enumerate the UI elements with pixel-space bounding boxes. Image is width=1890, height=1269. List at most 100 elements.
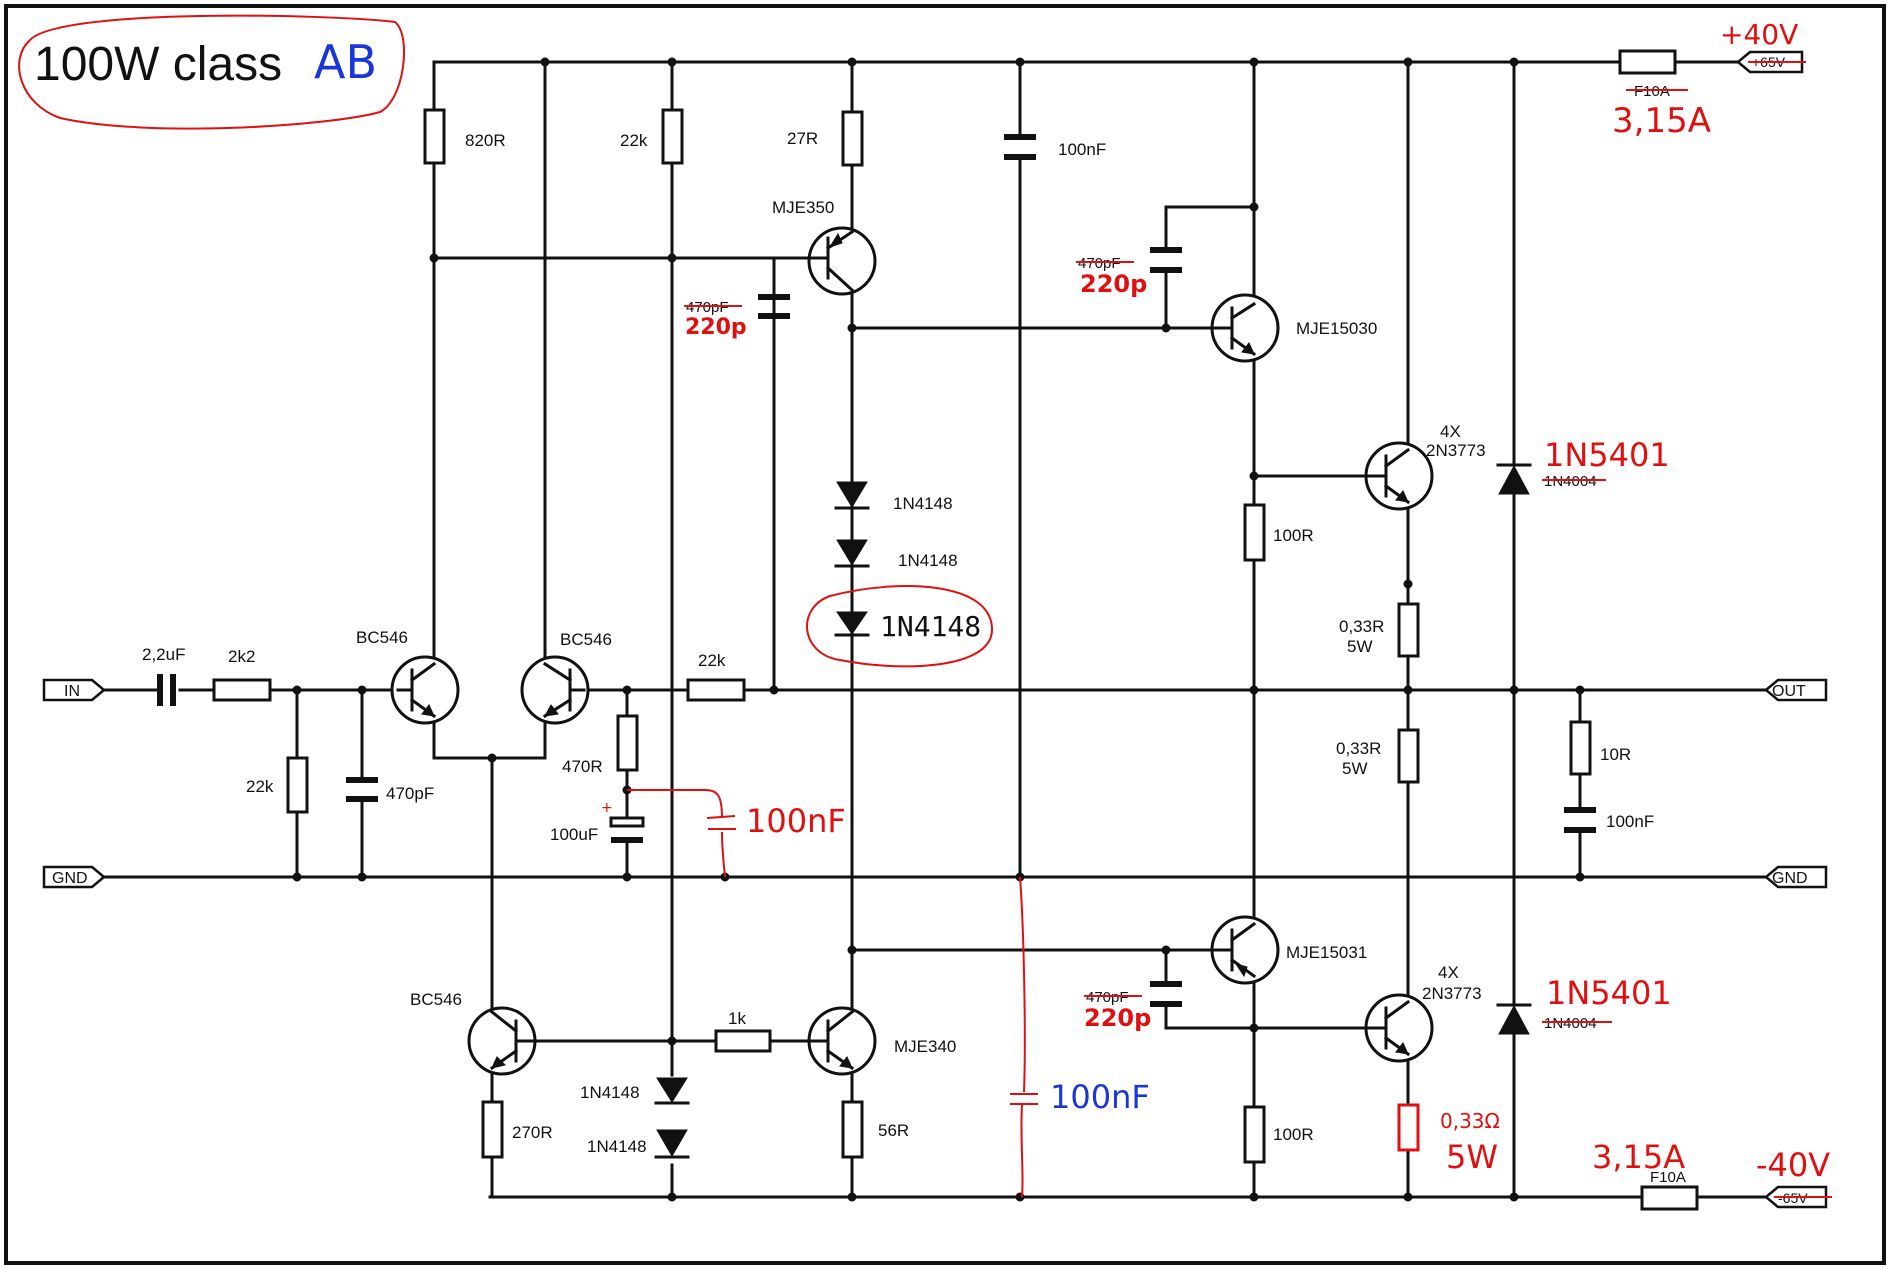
resistor-820r bbox=[423, 108, 446, 165]
label-d1: 1N4148 bbox=[893, 494, 953, 513]
label-r-fb-gnd: 470R bbox=[562, 757, 603, 776]
label-c-zobel: 100nF bbox=[1606, 812, 1654, 831]
strike-marks bbox=[684, 61, 1832, 1198]
label-fuse-top: F10A bbox=[1634, 83, 1670, 100]
capacitors: + bbox=[157, 134, 1596, 1007]
resistor-100r-top bbox=[1243, 503, 1266, 562]
label-d-top-old: 1N4004 bbox=[1544, 473, 1597, 490]
resistor-270r bbox=[481, 1100, 504, 1159]
note-vneg-new: -40V bbox=[1756, 1146, 1830, 1184]
resistor-emitter-low bbox=[1397, 1103, 1420, 1152]
diodes bbox=[654, 463, 1532, 1159]
label-r-vas-top: 27R bbox=[787, 129, 818, 148]
capacitor-drv-top bbox=[1150, 247, 1182, 273]
label-q-out-top-count: 4X bbox=[1440, 422, 1461, 441]
svg-text:+: + bbox=[601, 800, 613, 816]
label-q-ltp2: BC546 bbox=[560, 630, 612, 649]
transistor-2n3773-top bbox=[1364, 441, 1434, 511]
diode-cs-1 bbox=[654, 1077, 690, 1105]
resistor-10r bbox=[1569, 720, 1592, 776]
label-c-in: 2,2uF bbox=[142, 645, 185, 664]
transistor-bc546-ltp1 bbox=[390, 655, 460, 725]
label-r-emit-bot-p: 5W bbox=[1342, 759, 1368, 778]
port-gnd-left: GND bbox=[42, 865, 106, 889]
diode-rail-top bbox=[1496, 463, 1532, 495]
label-q-out-bot-count: 4X bbox=[1438, 963, 1459, 982]
capacitor-100uf: + bbox=[601, 800, 645, 843]
added-cap-trace bbox=[627, 789, 726, 878]
label-q-vas: MJE350 bbox=[772, 198, 834, 217]
port-gnd-right-label: GND bbox=[1772, 870, 1808, 887]
resistor-1k bbox=[714, 1029, 772, 1053]
transistor-mje350 bbox=[807, 226, 877, 296]
resistor-22k-top bbox=[661, 108, 684, 165]
transistor-mje15030 bbox=[1210, 293, 1280, 363]
port-out: OUT bbox=[1764, 678, 1828, 702]
label-q-out-top: 2N3773 bbox=[1426, 441, 1486, 460]
port-gnd-left-label: GND bbox=[52, 870, 88, 887]
label-q-cs: BC546 bbox=[410, 990, 462, 1009]
added-rail-cap-trace bbox=[1019, 876, 1026, 1198]
note-c-drv-new: 220p bbox=[1080, 270, 1147, 298]
label-q-ltp1: BC546 bbox=[356, 628, 408, 647]
note-c-comp-new: 220p bbox=[685, 315, 747, 340]
label-r-top2: 22k bbox=[620, 131, 648, 150]
transistor-mje15031 bbox=[1210, 915, 1280, 985]
label-r-gnd: 22k bbox=[246, 777, 274, 796]
port-out-label: OUT bbox=[1772, 683, 1806, 700]
title-prefix: 100W class bbox=[34, 38, 282, 91]
note-vpos-new: +40V bbox=[1720, 18, 1798, 51]
label-q-out-bot: 2N3773 bbox=[1422, 984, 1482, 1003]
label-c-in-filter: 470pF bbox=[386, 784, 434, 803]
port-in-label: IN bbox=[64, 683, 80, 700]
note-c-fb-added: 100nF bbox=[746, 802, 846, 840]
label-c-comp-old: 470pF bbox=[686, 299, 729, 316]
transistor-2n3773-bottom bbox=[1364, 993, 1434, 1063]
label-c-drv-old: 470pF bbox=[1078, 255, 1121, 272]
label-q-vas2: MJE340 bbox=[894, 1037, 956, 1056]
label-d2: 1N4148 bbox=[898, 551, 958, 570]
diode-1n4148-1 bbox=[834, 481, 870, 510]
label-r-drv-top: 100R bbox=[1273, 526, 1314, 545]
label-r-drv-bot: 100R bbox=[1273, 1125, 1314, 1144]
capacitor-comp-top bbox=[758, 294, 790, 319]
diode-circle bbox=[806, 585, 994, 668]
label-d-cs1: 1N4148 bbox=[580, 1083, 640, 1102]
port-gnd-right: GND bbox=[1764, 865, 1828, 889]
red-annotations: +40V 3,15A 3,15A -40V 220p 220p 220p 1N5… bbox=[18, 14, 1830, 1198]
title-circle bbox=[18, 14, 406, 130]
note-r-emit-low-p: 5W bbox=[1446, 1138, 1498, 1176]
resistor-emitter-bottom bbox=[1397, 728, 1420, 784]
capacitor-rail-top bbox=[1004, 134, 1036, 160]
junction-dots bbox=[292, 57, 1585, 1202]
note-fuse-top-new: 3,15A bbox=[1612, 101, 1711, 141]
resistor-emitter-top bbox=[1397, 602, 1420, 658]
capacitor-zobel bbox=[1564, 807, 1596, 833]
label-fuse-bottom: F10A bbox=[1650, 1169, 1686, 1186]
note-d3-added: 1N4148 bbox=[880, 610, 981, 643]
label-r-top1: 820R bbox=[465, 131, 506, 150]
note-d-top-new: 1N5401 bbox=[1544, 436, 1670, 474]
resistor-22k-input bbox=[286, 756, 309, 814]
label-q-drv-bot: MJE15031 bbox=[1286, 943, 1367, 962]
label-r-emit-top-p: 5W bbox=[1347, 637, 1373, 656]
diode-1n4148-3 bbox=[834, 611, 870, 637]
label-r-fb: 22k bbox=[698, 651, 726, 670]
label-q-drv-top: MJE15030 bbox=[1296, 319, 1377, 338]
label-c-rail: 100nF bbox=[1058, 140, 1106, 159]
fuse-top bbox=[1618, 49, 1677, 75]
resistor-56r bbox=[841, 1100, 864, 1159]
label-r-vas2: 56R bbox=[878, 1121, 909, 1140]
resistor-27r bbox=[841, 110, 864, 167]
resistor-470r bbox=[616, 714, 639, 772]
component-labels: 2,2uF 2k2 22k 470pF BC546 BC546 22k 470R… bbox=[142, 83, 1686, 1186]
capacitor-drv-bottom bbox=[1150, 981, 1182, 1007]
label-r-vas-bias: 1k bbox=[728, 1009, 746, 1028]
label-c-drv2-old: 470pF bbox=[1086, 989, 1129, 1006]
title-hand: AB bbox=[314, 35, 377, 89]
diode-cs-2 bbox=[654, 1129, 690, 1159]
transistor-bc546-ltp2 bbox=[520, 655, 590, 725]
label-r-in: 2k2 bbox=[228, 647, 255, 666]
label-r-cs: 270R bbox=[512, 1123, 553, 1142]
